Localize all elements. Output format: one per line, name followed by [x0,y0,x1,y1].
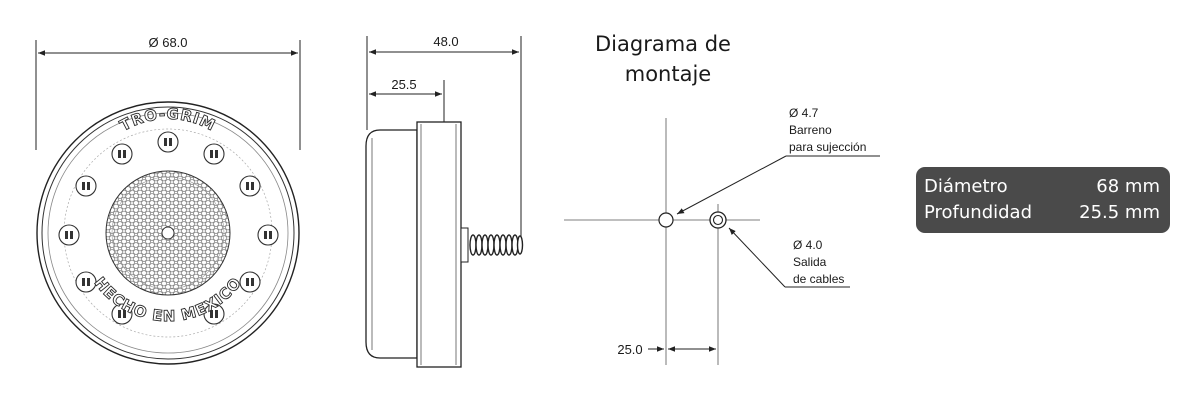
front-view: Ø 68.0 TRO-GRIM HECHO EN MEXIC [35,35,301,365]
cable-exit-hole [709,211,727,229]
hole-spacing-label: 25.0 [617,342,642,357]
mounting-hole-desc-1: Barreno [789,123,832,137]
spec-row-diameter: Diámetro 68 mm [924,174,1160,200]
depth-dimension-label: 48.0 [433,34,458,49]
cable-exit-size: Ø 4.0 [793,238,823,252]
mounting-hole-size: Ø 4.7 [789,106,819,120]
mounting-hole [658,212,674,228]
spec-value-diameter: 68 mm [1096,176,1160,197]
spec-row-depth: Profundidad 25.5 mm [924,200,1160,226]
diameter-dimension-label: Ø 68.0 [148,35,187,50]
cable-coil [469,234,524,256]
mounting-diagram: Diagrama de montaje Ø 4.7 Barreno para s… [564,32,880,365]
spec-label-diameter: Diámetro [924,176,1008,197]
side-view: 48.0 25.5 [365,34,524,368]
grille-mesh [105,170,231,296]
cable-exit-desc-2: de cables [793,272,844,286]
mounting-title-line2: montaje [625,62,711,86]
cable-exit-desc-1: Salida [793,255,827,269]
mounting-title-line1: Diagrama de [595,32,731,56]
led-sockets [58,131,279,325]
body-depth-dimension-label: 25.5 [391,77,416,92]
mounting-hole-desc-2: para sujección [789,140,866,154]
spec-label-depth: Profundidad [924,202,1033,223]
specs-panel: Diámetro 68 mm Profundidad 25.5 mm [916,167,1170,233]
spec-value-depth: 25.5 mm [1079,202,1160,223]
